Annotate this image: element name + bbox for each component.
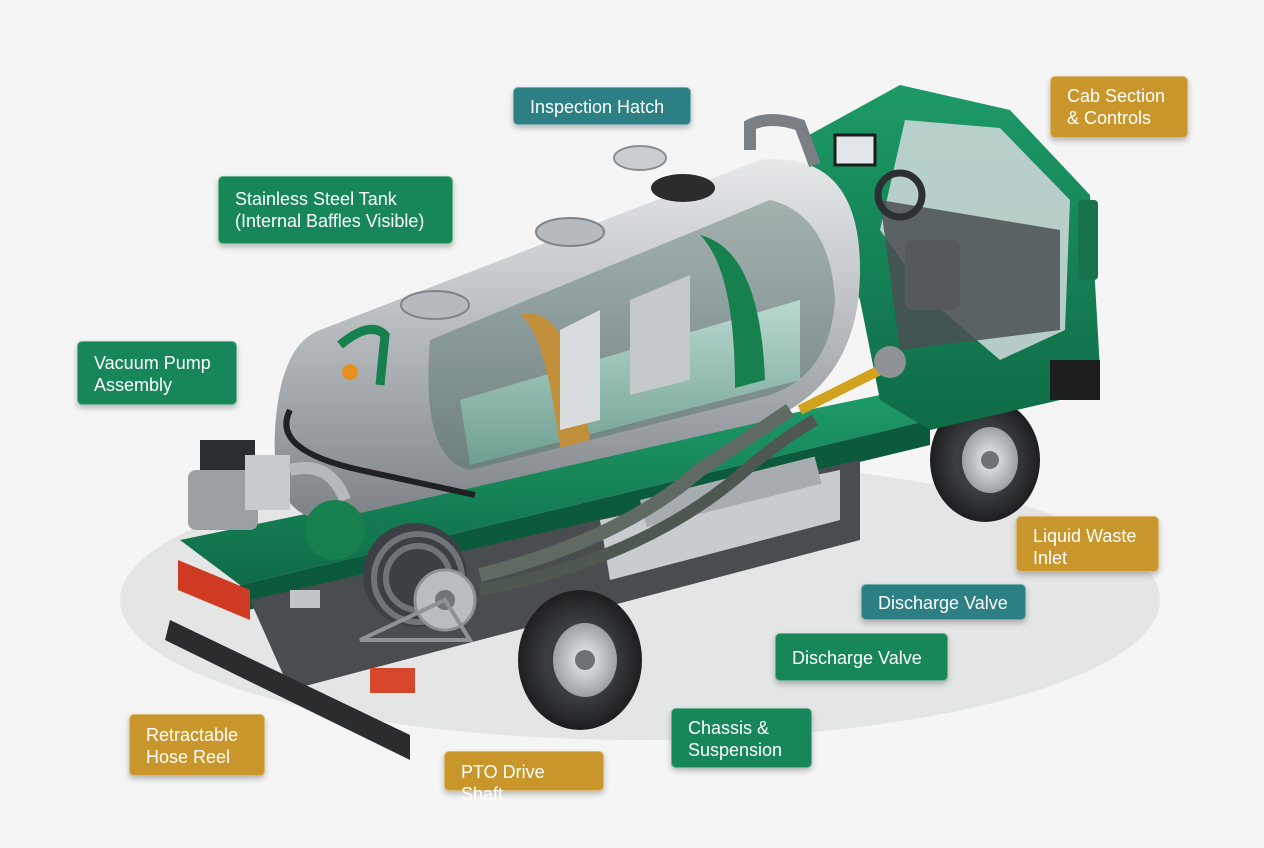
vacuum-line xyxy=(283,408,476,498)
stainless-tank xyxy=(274,114,861,520)
callout-chassis-suspension: Chassis & Suspension xyxy=(671,708,812,768)
vacuum-pump xyxy=(188,440,365,608)
suction-hose xyxy=(478,346,906,596)
callout-discharge-valve-2: Discharge Valve xyxy=(775,633,948,681)
callout-discharge-valve-1: Discharge Valve xyxy=(861,584,1026,620)
callout-inspection-hatch: Inspection Hatch xyxy=(513,87,691,125)
callout-vacuum-pump: Vacuum Pump Assembly xyxy=(77,341,237,405)
callout-retractable-hose-reel: Retractable Hose Reel xyxy=(129,714,265,776)
callout-liquid-waste-inlet: Liquid Waste Inlet xyxy=(1016,516,1159,572)
front-wheel xyxy=(930,398,1040,522)
callout-cab-section: Cab Section & Controls xyxy=(1050,76,1188,138)
callout-pto-drive-shaft: PTO Drive Shaft xyxy=(444,751,604,804)
callout-stainless-tank: Stainless Steel Tank (Internal Baffles V… xyxy=(218,176,453,244)
truck-cab xyxy=(800,85,1100,430)
rear-wheel xyxy=(518,590,642,730)
hose-reel xyxy=(359,523,477,642)
rear-bumper xyxy=(165,560,415,760)
